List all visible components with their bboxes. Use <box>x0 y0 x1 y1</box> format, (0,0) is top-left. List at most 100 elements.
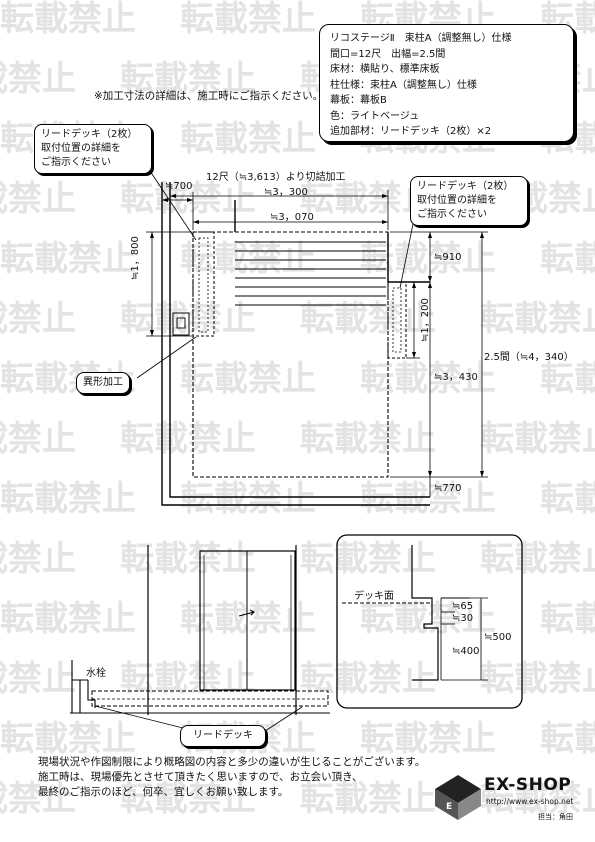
spec-line: 幕板：幕板B <box>330 95 387 106</box>
deck-surface-label: デッキ面 <box>354 591 394 602</box>
dim-700: ≒700 <box>165 181 193 192</box>
watermark-text: 転載禁止 <box>360 359 496 399</box>
watermark-text: 転載禁止 <box>0 779 76 819</box>
faucet-label: 水栓 <box>86 668 106 679</box>
watermark-text: 転載禁止 <box>540 599 595 639</box>
house-wall-outer <box>161 182 430 506</box>
footer-notes: 現場状況や作図制限により概略図の内容と多少の違いが生じることがございます。 施工… <box>38 755 425 800</box>
spec-line: 色：ライトベージュ <box>330 110 420 122</box>
watermark-text: 転載禁止 <box>360 719 496 759</box>
watermark-text: 転載禁止 <box>180 0 316 39</box>
watermark-text: 転載禁止 <box>180 239 316 279</box>
callout-right-lead-deck: リードデッキ（2枚） 取付位置の詳細を ご指示ください <box>410 176 528 226</box>
callout-line: リードデッキ（2枚） <box>41 129 138 140</box>
watermark-text: 転載禁止 <box>300 779 436 819</box>
watermark-text: 転載禁止 <box>540 359 595 399</box>
dimension-arrows <box>150 194 484 477</box>
dim-65: ≒65 <box>452 601 474 612</box>
staff-label: 担当：角田 <box>538 813 573 821</box>
watermark-text: 転載禁止 <box>180 119 316 159</box>
watermark-text: 転載禁止 <box>0 239 136 279</box>
dim-3430: ≒3，430 <box>434 372 478 383</box>
watermark-text: 転載禁止 <box>120 299 256 339</box>
leader-elev-right <box>261 706 303 734</box>
dim-depth-total: 2.5間（≒4，340） <box>484 352 574 363</box>
watermark-text: 転載禁止 <box>0 719 136 759</box>
watermark-text: 転載禁止 <box>120 659 256 699</box>
dim-30: ≒30 <box>452 613 474 624</box>
watermark-text: 転載禁止 <box>480 299 595 339</box>
deck-band <box>91 690 329 707</box>
watermark-text: 転載禁止 <box>180 599 316 639</box>
watermark-text: 転載禁止 <box>120 539 256 579</box>
watermark-text: 転載禁止 <box>540 719 595 759</box>
watermark-text: 転載禁止 <box>0 299 76 339</box>
leader-right-deck <box>399 213 416 289</box>
callout-line: ご指示ください <box>417 209 487 220</box>
watermark-text: 転載禁止 <box>180 359 316 399</box>
watermark-text: 転載禁止 <box>480 419 595 459</box>
deck-step-profile <box>411 545 439 681</box>
footer-line: 現場状況や作図制限により概略図の内容と多少の違いが生じることがございます。 <box>38 756 426 768</box>
callout-line: 取付位置の詳細を <box>417 195 497 206</box>
watermark-text: 転載禁止 <box>300 419 436 459</box>
watermark-text: 転載禁止 <box>300 299 436 339</box>
dim-400: ≒400 <box>452 646 480 657</box>
logo-url: http://www.ex-shop.net <box>486 797 574 806</box>
left-lead-deck-inner <box>198 237 209 333</box>
dim-770: ≒770 <box>434 483 462 494</box>
watermark-text: 転載禁止 <box>360 599 496 639</box>
spec-line: 柱仕様：束柱A（調整無し）仕様 <box>330 79 477 91</box>
dim-910: ≒910 <box>434 252 462 263</box>
dim-width-total: 12尺（≒3,613）より切詰加工 <box>206 172 346 183</box>
elevation-view <box>70 545 330 734</box>
dim-500: ≒500 <box>484 632 512 643</box>
watermark-text: 転載禁止 <box>300 539 436 579</box>
dim-1800: ≒1，800 <box>130 236 141 280</box>
plan-view <box>136 155 488 506</box>
callout-line: 取付位置の詳細を <box>41 143 121 154</box>
faucet-inner <box>176 317 186 329</box>
watermark-text: 転載禁止 <box>480 779 595 819</box>
dim-3300: ≒3，300 <box>264 187 308 198</box>
footer-line: 最終のご指示のほど、何卒、宜しくお願い致します。 <box>38 786 289 798</box>
house-wall-inner <box>169 182 430 498</box>
leader-irregular <box>136 336 197 379</box>
detail-view <box>336 534 523 709</box>
dimension-lines <box>146 190 488 497</box>
watermark-text: 転載禁止 <box>300 659 436 699</box>
callout-line: ご指示ください <box>41 157 111 168</box>
callout-left-lead-deck: リードデッキ（2枚） 取付位置の詳細を ご指示ください <box>34 124 152 174</box>
faucet-shape <box>71 660 96 713</box>
footer-line: 施工時は、現場優先とさせて頂きたく思いますので、お立会い頂き、 <box>38 771 363 783</box>
watermark-text: 転載禁止 <box>480 539 595 579</box>
watermark-text: 転載禁止 <box>0 0 136 39</box>
watermark-text: 転載禁止 <box>0 599 136 639</box>
callout-elevation-lead-deck: リードデッキ <box>180 725 266 747</box>
watermark-text: 転載禁止 <box>540 479 595 519</box>
left-lead-deck-area <box>192 231 215 337</box>
watermark-text: 転載禁止 <box>120 59 256 99</box>
watermark-text: 転載禁止 <box>0 479 136 519</box>
callout-irregular-processing: 異形加工 <box>76 372 130 394</box>
spec-line: 床材：横貼り、標準床板 <box>330 64 440 75</box>
logo-name: EX-SHOP <box>484 775 572 795</box>
watermark-text: 転載禁止 <box>360 239 496 279</box>
watermark-text: 転載禁止 <box>480 659 595 699</box>
watermark-text: 転載禁止 <box>360 479 496 519</box>
faucet-box <box>172 312 190 336</box>
callout-line: リードデッキ（2枚） <box>417 181 514 192</box>
right-lead-deck-inner <box>392 287 402 353</box>
deck-outline <box>192 231 389 478</box>
floor-board-lines <box>235 241 386 306</box>
watermark-text: 転載禁止 <box>0 419 76 459</box>
spec-line: リコステージⅡ 束柱A（調整無し）仕様 <box>330 33 512 44</box>
watermark-text: 転載禁止 <box>180 479 316 519</box>
ex-shop-logo-mark: E <box>435 775 481 820</box>
dim-3070: ≒3，070 <box>270 212 314 223</box>
dim-1200: ≒1，200 <box>420 298 431 342</box>
watermark-text: 転載禁止 <box>0 539 76 579</box>
spec-line: 間口=12尺 出幅=2.5間 <box>330 48 446 60</box>
watermark-text: 転載禁止 <box>120 779 256 819</box>
spec-box: リコステージⅡ 束柱A（調整無し）仕様 間口=12尺 出幅=2.5間 床材：横貼… <box>319 24 574 142</box>
